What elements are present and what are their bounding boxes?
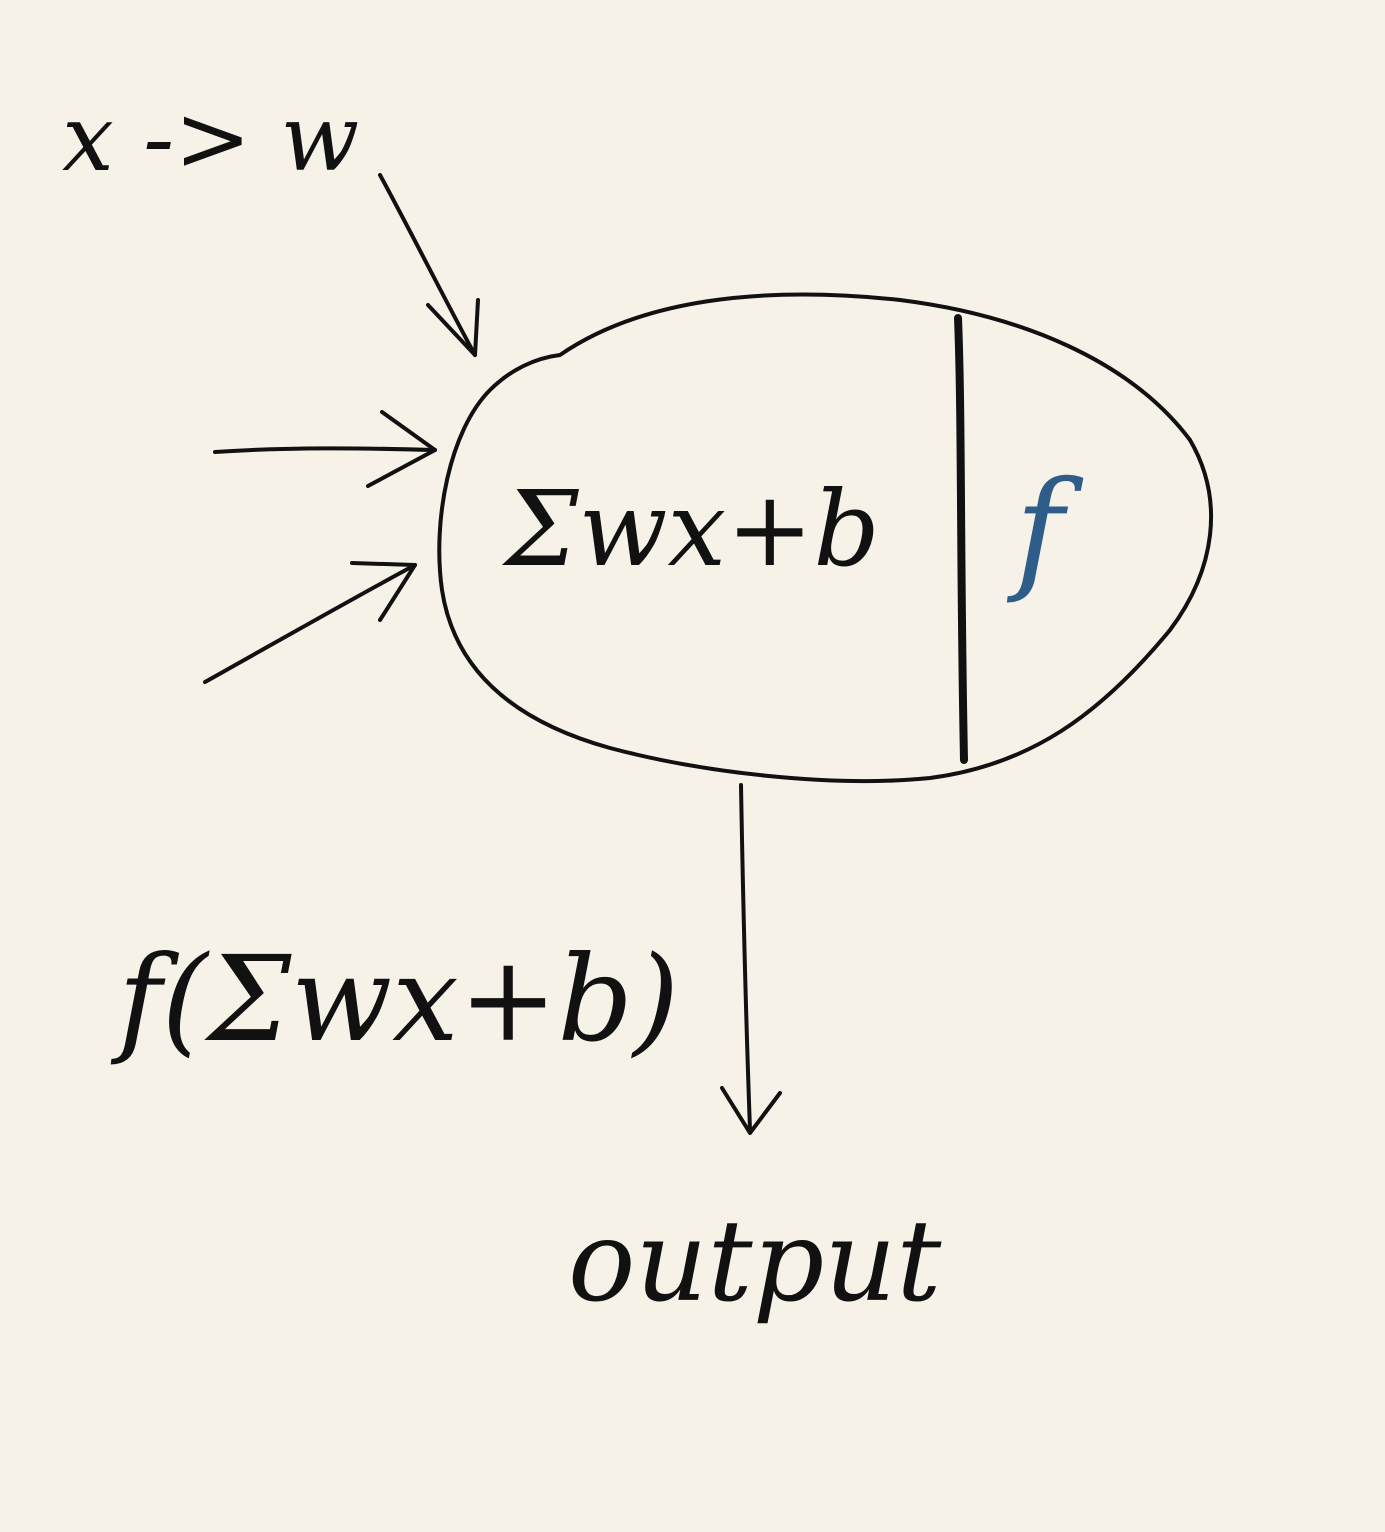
input-arrow-middle xyxy=(213,410,437,488)
output-arrow xyxy=(720,783,782,1135)
output-label: output xyxy=(568,1197,942,1327)
formula-label: f(Σwx+b) xyxy=(110,930,679,1068)
input-arrow-top xyxy=(378,173,480,357)
activation-divider xyxy=(954,314,968,764)
input-mapping-label: x -> w xyxy=(62,85,359,192)
neuron-body xyxy=(437,292,1214,784)
weighted-sum-label: Σwx+b xyxy=(501,468,880,590)
activation-label: f xyxy=(1006,453,1084,607)
input-arrow-bottom xyxy=(203,561,417,684)
